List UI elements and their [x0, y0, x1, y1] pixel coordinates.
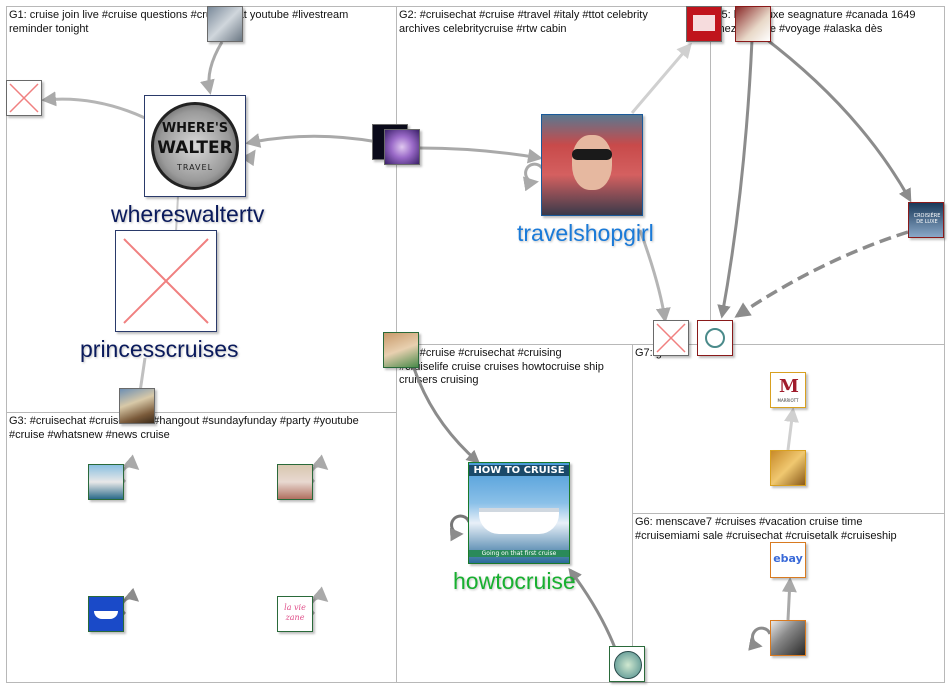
edge-travelshopgirl-to-g2logo [630, 42, 692, 114]
anchor-icon [705, 328, 725, 348]
edge-princess-man [138, 357, 147, 393]
edge-g5top-to-croisiere [761, 34, 912, 203]
avatar-anchor-logo[interactable] [697, 320, 733, 356]
avatar-menscave7[interactable] [770, 620, 806, 656]
avatar-g5-top[interactable] [735, 6, 771, 42]
avatar-whereswaltertv[interactable]: WHERE'S WALTER TRAVEL [144, 95, 246, 197]
label-whereswaltertv: whereswaltertv [111, 201, 265, 227]
edge-g6-to-ebay [781, 577, 797, 621]
group-label-g3: G3: #cruisechat #cruisenews #hangout #su… [9, 415, 359, 441]
avatar-g7-food[interactable] [770, 450, 806, 486]
avatar-travelshopgirl[interactable] [541, 114, 643, 216]
lavie-logo-text: la vie zane [284, 603, 306, 622]
avatar-howtocruise[interactable]: HOW TO CRUISE Going on that first cruise [468, 462, 570, 564]
avatar-tlc-logo[interactable] [609, 646, 645, 682]
avatar-princesscruises[interactable] [115, 230, 217, 332]
ebay-logo-text: ebay [773, 552, 803, 565]
edge-walter-princess [175, 195, 179, 233]
avatar-g2-red-logo[interactable] [686, 6, 722, 42]
group-box-g6 [632, 513, 945, 683]
ship-icon [94, 611, 118, 619]
marriott-m-icon: M [779, 376, 799, 397]
travelshopgirl-face [572, 135, 612, 190]
edge-travelshopgirl-selfloop [522, 162, 544, 192]
label-travelshopgirl: travelshopgirl [517, 220, 654, 246]
avatar-g1-top[interactable] [207, 6, 243, 42]
edge-top-to-walter [200, 41, 224, 95]
broken-image-icon [656, 323, 686, 353]
tlc-globe-icon [614, 651, 642, 679]
sunglasses-icon [572, 149, 612, 160]
whereswalter-logo: WHERE'S WALTER TRAVEL [151, 102, 239, 190]
label-howtocruise: howtocruise [453, 568, 576, 594]
avatar-man-beard[interactable] [119, 388, 155, 424]
edge-walter-to-broken [41, 91, 146, 120]
g2-logo-icon [693, 15, 715, 31]
marriott-logo-text: MARRIOTT [777, 398, 799, 403]
howtocruise-banner: HOW TO CRUISE [469, 465, 569, 476]
group-label-g1: G1: cruise join live #cruise questions #… [9, 9, 349, 35]
howtocruise-subtext: Going on that first cruise [469, 550, 569, 557]
edge-g3-ship-loop [120, 587, 140, 616]
group-label-g6: G6: menscave7 #cruises #vacation cruise … [635, 516, 897, 542]
avatar-broken-image-g2[interactable] [653, 320, 689, 356]
edge-purple-to-walter [245, 133, 379, 148]
avatar-marriott[interactable]: M MARRIOTT [770, 372, 806, 408]
edge-g3-lavie-loop [309, 586, 329, 616]
edge-travelshopgirl-to-broken [638, 229, 671, 323]
edge-tlc-to-howtocruise [568, 567, 617, 649]
edge-g3-boat-loop [120, 454, 140, 484]
avatar-g3-la-vie[interactable]: la vie zane [277, 596, 313, 632]
avatar-g3-boat-scene[interactable] [88, 464, 124, 500]
group-label-g2: G2: #cruisechat #cruise #travel #italy #… [399, 9, 648, 35]
broken-image-icon-large [123, 238, 209, 324]
avatar-g3-blue-ship[interactable] [88, 596, 124, 632]
whereswalter-line3: TRAVEL [176, 163, 214, 172]
edge-g7-to-marriott [784, 407, 799, 451]
edge-croisiere-to-bottom-dashed [734, 230, 909, 318]
avatar-broken-image[interactable] [6, 80, 42, 116]
avatar-g4-top[interactable] [383, 332, 419, 368]
edge-howtocruise-selfloop [449, 514, 471, 542]
croisiere-logo-text: CROISIÈRE DE LUXE [913, 213, 941, 225]
ship-icon-large [479, 508, 559, 534]
edge-g6-selfloop [748, 626, 772, 651]
edge-purple-to-travelshopgirl [419, 146, 543, 164]
edge-g3-woman-loop [309, 454, 329, 484]
avatar-g3-woman[interactable] [277, 464, 313, 500]
whereswalter-line1: WHERE'S [161, 121, 229, 136]
avatar-purple-flower[interactable] [384, 129, 420, 165]
whereswalter-line2: WALTER [157, 138, 233, 158]
edge-g4top-to-howtocruise [410, 361, 481, 464]
edge-g5top-to-bottom [717, 39, 754, 319]
avatar-croisiere-de-luxe[interactable]: CROISIÈRE DE LUXE [908, 202, 944, 238]
label-princesscruises: princesscruises [80, 336, 239, 362]
broken-image-icon [9, 83, 39, 113]
avatar-ebay[interactable]: ebay [770, 542, 806, 578]
